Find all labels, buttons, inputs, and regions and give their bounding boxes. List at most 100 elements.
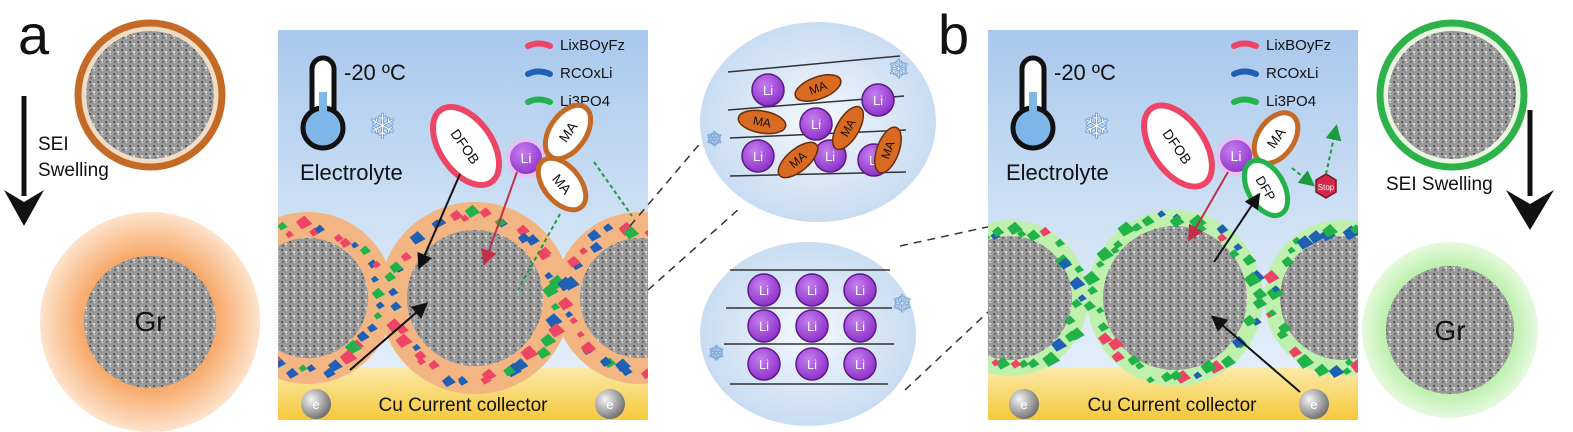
sei-flake — [370, 275, 380, 283]
snowflake-icon-zoom4: ❄ — [708, 343, 725, 365]
sei-flake — [1054, 238, 1066, 248]
li-ion-label: Li — [759, 283, 769, 298]
li-ion — [795, 347, 829, 381]
li-ion — [843, 309, 877, 343]
electron-label-b1: e — [1020, 397, 1027, 412]
sei-flake — [414, 350, 427, 361]
sei-flake — [1039, 226, 1052, 237]
panel-letter-a: a — [18, 3, 50, 66]
electron-label-a2: e — [606, 397, 613, 412]
sei-flake — [1087, 285, 1099, 295]
sei-flake — [932, 313, 944, 323]
sei-flake — [1296, 354, 1313, 368]
sei-flake — [689, 252, 706, 266]
sei-flake — [1322, 224, 1339, 238]
sei-flake — [1342, 367, 1352, 375]
sei-flake — [1110, 246, 1120, 255]
sei-flake — [480, 375, 492, 385]
sei-flake — [694, 263, 703, 271]
sei-flake — [1160, 371, 1174, 383]
down-arrow-icon-b — [1506, 110, 1554, 230]
sei-flake — [359, 245, 372, 256]
sei-flake — [1069, 276, 1086, 291]
sei-flake — [540, 333, 557, 347]
sei-flake — [309, 227, 320, 237]
electron-icon-b1 — [1009, 389, 1039, 419]
solvent-molecule — [737, 109, 787, 135]
li-ion — [861, 83, 895, 117]
sei-flake — [548, 323, 566, 338]
sei-flake — [691, 335, 700, 343]
li-ion-label-b: Li — [1231, 148, 1242, 164]
sei-flake — [389, 261, 404, 274]
sei-flake — [1287, 246, 1296, 254]
sei-flake — [615, 358, 631, 372]
graphite-label-b: Gr — [1434, 315, 1465, 346]
sei-flake — [1169, 214, 1185, 228]
sei-flake — [665, 355, 674, 363]
sei-flake — [944, 277, 953, 285]
down-arrow-icon-a — [4, 96, 44, 226]
solvent-molecule — [794, 74, 842, 102]
stop-sign-label: Stop — [1318, 183, 1335, 192]
sei-flake — [1026, 229, 1041, 242]
sei-flake — [1308, 230, 1324, 244]
sei-flake — [1064, 330, 1079, 343]
sei-flake — [1221, 355, 1236, 368]
temperature-a: -20 ºC — [344, 60, 406, 85]
sei-flake — [460, 214, 470, 222]
li-ion — [747, 273, 781, 307]
sei-flake — [995, 356, 1011, 370]
sei-flake — [296, 215, 313, 230]
sei-flake — [1157, 210, 1167, 218]
sei-flake — [278, 356, 282, 362]
solvent-molecule — [831, 105, 865, 151]
sei-flake — [1357, 237, 1358, 238]
sei-flake — [1058, 257, 1073, 270]
sei-flake — [956, 351, 968, 361]
sei-flake — [579, 247, 589, 255]
electron-icon-a2 — [595, 389, 625, 419]
sei-flake — [441, 375, 456, 388]
sei-flake — [1018, 359, 1030, 369]
panel-letter-b: b — [938, 3, 969, 66]
sei-flake — [551, 302, 561, 311]
sei-flake — [1071, 298, 1083, 309]
sei-flake — [1229, 249, 1240, 259]
sei-label-line1: SEI — [38, 134, 69, 155]
sei-flake — [278, 221, 288, 231]
sei-flake — [1266, 285, 1285, 301]
electron-label-a1: e — [312, 397, 319, 412]
collector-label-b: Cu Current collector — [1088, 395, 1258, 416]
snowflake-icon-a: ❄ — [368, 108, 397, 146]
sei-flake — [458, 376, 469, 386]
sei-flake — [682, 342, 695, 353]
sei-flake — [954, 336, 971, 351]
sei-flake — [659, 224, 673, 236]
sei-flake — [656, 361, 665, 369]
sei-flake — [395, 333, 413, 348]
sei-flake — [928, 292, 943, 305]
sei-flake — [991, 226, 1005, 237]
sei-flake — [314, 224, 326, 234]
li-ion — [747, 309, 781, 343]
sei-label-line2: Swelling — [38, 160, 109, 181]
sei-flake — [618, 221, 636, 236]
particle-after-b — [1362, 242, 1538, 418]
snowflake-icon-zoom1: ❄ — [888, 54, 910, 84]
sei-flake — [640, 368, 648, 380]
sei-flake — [1288, 346, 1303, 358]
sei-flake — [1042, 351, 1061, 367]
sei-flake — [339, 349, 358, 365]
sei-flake — [1252, 296, 1268, 310]
sei-flake — [1345, 358, 1354, 366]
electron-icon-a1 — [301, 389, 331, 419]
sei-flake — [1083, 270, 1101, 286]
thermometer-icon-b — [1010, 55, 1056, 151]
sei-flake — [449, 209, 464, 222]
sei-flake — [372, 260, 382, 269]
sei-flake — [1242, 314, 1257, 327]
electrolyte-label-a: Electrolyte — [300, 160, 403, 185]
